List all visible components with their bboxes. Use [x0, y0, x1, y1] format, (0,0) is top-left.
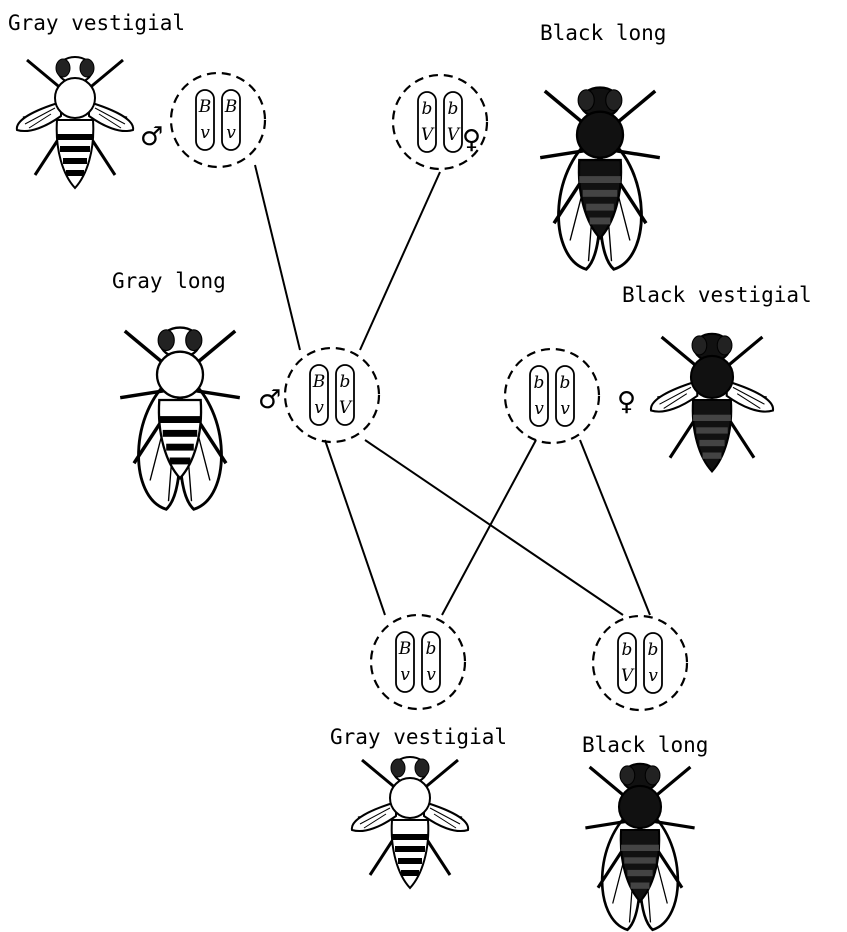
allele-label: V	[621, 666, 635, 686]
female-symbol-icon: ♀	[462, 125, 481, 155]
allele-label: v	[560, 399, 570, 419]
allele-label: v	[226, 123, 236, 143]
allele-label: b	[340, 372, 351, 392]
allele-label: b	[648, 640, 659, 660]
genotype-circle	[505, 349, 599, 443]
allele-label: B	[224, 97, 238, 117]
male-symbol-icon: ♂	[140, 122, 163, 152]
label-black-long-offspring: Black long	[582, 733, 708, 757]
label-gray-vestigial-parent: Gray vestigial	[8, 11, 185, 35]
link-f1-male-to-offspring-black-long	[365, 440, 623, 615]
link-f1-female-to-offspring-black-long	[580, 440, 650, 615]
genotype-circle	[171, 73, 265, 167]
genotype-circle	[593, 616, 687, 710]
link-parent-male-to-f1-male	[255, 165, 300, 350]
allele-label: v	[200, 123, 210, 143]
allele-label: V	[421, 125, 435, 145]
link-f1-male-to-offspring-gray-vestigial	[325, 440, 385, 615]
female-symbol-icon: ♀	[617, 387, 636, 417]
fly-gray-vestigial-parent-icon	[17, 57, 133, 188]
label-gray-vestigial-offspring: Gray vestigial	[330, 725, 507, 749]
genotype-circle	[371, 615, 465, 709]
allele-label: b	[560, 373, 571, 393]
allele-label: B	[398, 639, 412, 659]
allele-label: b	[622, 640, 633, 660]
allele-label: b	[422, 99, 433, 119]
fly-gray-vestigial-offspring-icon	[352, 757, 468, 888]
allele-label: V	[339, 398, 353, 418]
label-black-long-parent: Black long	[540, 21, 666, 45]
fly-black-long-parent-icon	[540, 88, 660, 270]
allele-label: b	[534, 373, 545, 393]
link-f1-female-to-offspring-gray-vestigial	[442, 440, 536, 615]
label-gray-long-f1: Gray long	[112, 269, 226, 293]
fly-black-long-offspring-icon	[585, 764, 694, 930]
allele-label: v	[534, 399, 544, 419]
allele-label: v	[400, 665, 410, 685]
allele-label: v	[314, 398, 324, 418]
fly-black-vestigial-f1-icon	[651, 334, 773, 472]
link-parent-female-to-f1-male	[360, 172, 440, 350]
male-symbol-icon: ♂	[258, 385, 281, 415]
genotype-circle	[285, 348, 379, 442]
allele-label: b	[426, 639, 437, 659]
label-black-vestigial-f1: Black vestigial	[622, 283, 812, 307]
allele-label: V	[447, 125, 461, 145]
fly-gray-long-f1-icon	[120, 328, 240, 510]
allele-label: v	[426, 665, 436, 685]
fly-illustrations	[17, 57, 773, 930]
allele-label: B	[312, 372, 326, 392]
allele-label: B	[198, 97, 212, 117]
allele-label: b	[448, 99, 459, 119]
allele-label: v	[648, 666, 658, 686]
